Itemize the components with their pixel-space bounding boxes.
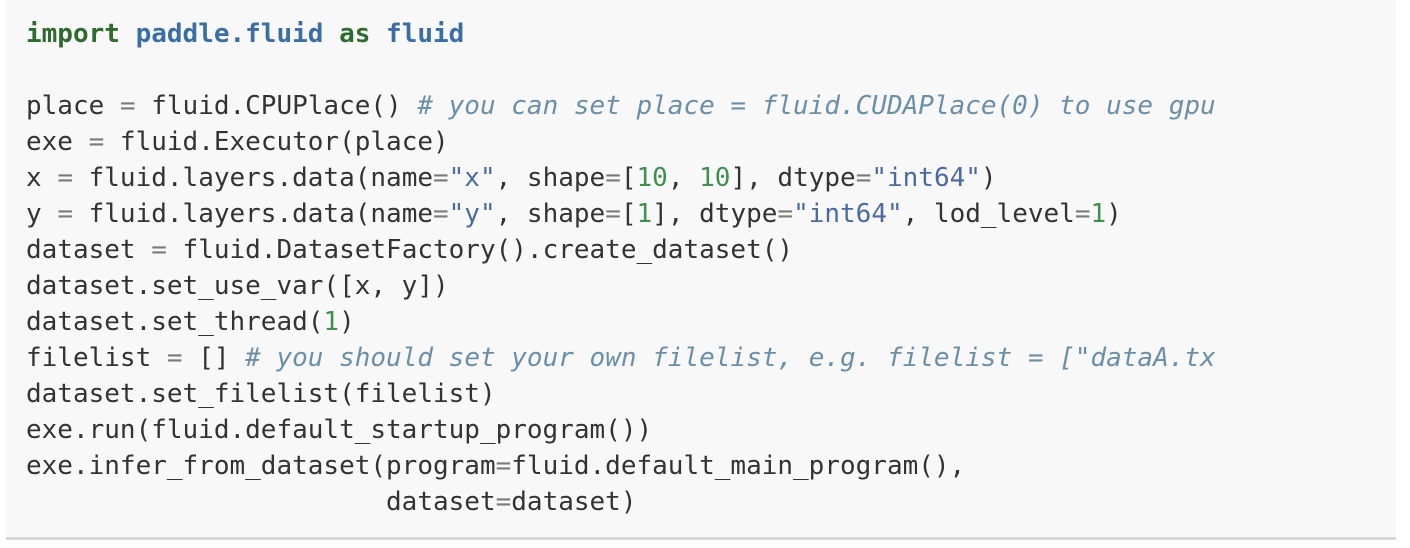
code-token: fluid.Executor(place) xyxy=(104,127,449,157)
code-token: = xyxy=(605,163,621,193)
code-line: exe.infer_from_dataset(program=fluid.def… xyxy=(26,448,1216,484)
code-token: ) xyxy=(1106,199,1122,229)
code-token: dataset.set_use_var([x, y]) xyxy=(26,271,449,301)
code-token xyxy=(370,19,386,49)
code-token: 1 xyxy=(323,307,340,337)
code-token: dataset xyxy=(26,487,496,517)
code-token: fluid.layers.data(name xyxy=(72,163,433,193)
code-token xyxy=(323,19,339,49)
code-token: 10 xyxy=(699,163,731,193)
code-block: import paddle.fluid as fluid place = flu… xyxy=(6,0,1396,540)
code-token: exe.infer_from_dataset(program xyxy=(26,451,496,481)
code-token: = xyxy=(855,163,872,193)
code-token: ], dtype xyxy=(652,199,778,229)
code-token: = xyxy=(1074,199,1091,229)
code-token: = xyxy=(151,235,167,265)
code-line: x = fluid.layers.data(name="x", shape=[1… xyxy=(26,160,1216,196)
code-token: filelist xyxy=(26,343,167,373)
code-token: "int64" xyxy=(793,199,903,229)
code-token: fluid.default_main_program(), xyxy=(511,451,966,481)
code-token: "int64" xyxy=(871,163,981,193)
code-token: fluid.CPUPlace() xyxy=(135,91,418,121)
code-token: y xyxy=(26,199,58,229)
code-token xyxy=(120,19,136,49)
code-token: place xyxy=(26,91,120,121)
code-token: = xyxy=(88,127,105,157)
code-token: 10 xyxy=(636,163,668,193)
code-token: [ xyxy=(620,163,637,193)
code-token: import xyxy=(26,19,120,49)
code-line: dataset.set_thread(1) xyxy=(26,304,1216,340)
code-token: = xyxy=(495,487,512,517)
code-token: ], dtype xyxy=(730,163,856,193)
code-token: = xyxy=(605,199,621,229)
code-token: ) xyxy=(339,307,355,337)
code-token: , lod_level xyxy=(902,199,1075,229)
code-line: import paddle.fluid as fluid xyxy=(26,16,1216,52)
code-token: dataset.set_filelist(filelist) xyxy=(26,379,496,409)
code-token: fluid.layers.data(name xyxy=(72,199,433,229)
code-token: = xyxy=(433,199,449,229)
code-token: paddle.fluid xyxy=(135,19,324,49)
code-token: fluid xyxy=(386,19,465,49)
code-line: exe = fluid.Executor(place) xyxy=(26,124,1216,160)
code-token: = xyxy=(495,451,512,481)
code-token: ) xyxy=(980,163,997,193)
code-line: dataset.set_use_var([x, y]) xyxy=(26,268,1216,304)
code-token: = xyxy=(57,199,73,229)
code-token: = xyxy=(777,199,794,229)
code-token: = xyxy=(119,91,136,121)
code-line: dataset=dataset) xyxy=(26,484,1216,520)
code-line xyxy=(26,52,1216,88)
code-token: x xyxy=(26,163,58,193)
code-token: = xyxy=(57,163,73,193)
code-token: 1 xyxy=(636,199,653,229)
code-token: , xyxy=(667,163,700,193)
code-token: exe.run(fluid.default_startup_program()) xyxy=(26,415,653,445)
code-token: [] xyxy=(182,343,246,373)
code-token: 1 xyxy=(1090,199,1107,229)
code-token: fluid.DatasetFactory().create_dataset() xyxy=(166,235,794,265)
code-token: dataset xyxy=(26,235,152,265)
code-token: , shape xyxy=(495,199,606,229)
code-token: # you should set your own filelist, e.g.… xyxy=(245,343,1216,373)
code-line: place = fluid.CPUPlace() # you can set p… xyxy=(26,88,1216,124)
code-line: y = fluid.layers.data(name="y", shape=[1… xyxy=(26,196,1216,232)
code-token: # you can set place = fluid.CUDAPlace(0)… xyxy=(417,91,1216,121)
code-token: dataset.set_thread( xyxy=(26,307,324,337)
code-token: "y" xyxy=(448,199,496,229)
code-token: exe xyxy=(26,127,89,157)
code-token: = xyxy=(433,163,449,193)
code-line: exe.run(fluid.default_startup_program()) xyxy=(26,412,1216,448)
code-token: [ xyxy=(620,199,637,229)
code-line: filelist = [] # you should set your own … xyxy=(26,340,1216,376)
code-line: dataset.set_filelist(filelist) xyxy=(26,376,1216,412)
code-token: "x" xyxy=(448,163,496,193)
code-listing: import paddle.fluid as fluid place = flu… xyxy=(26,16,1216,520)
code-line: dataset = fluid.DatasetFactory().create_… xyxy=(26,232,1216,268)
code-token: as xyxy=(339,19,371,49)
code-token: , shape xyxy=(495,163,606,193)
code-token: dataset) xyxy=(511,487,637,517)
code-token: = xyxy=(166,343,183,373)
